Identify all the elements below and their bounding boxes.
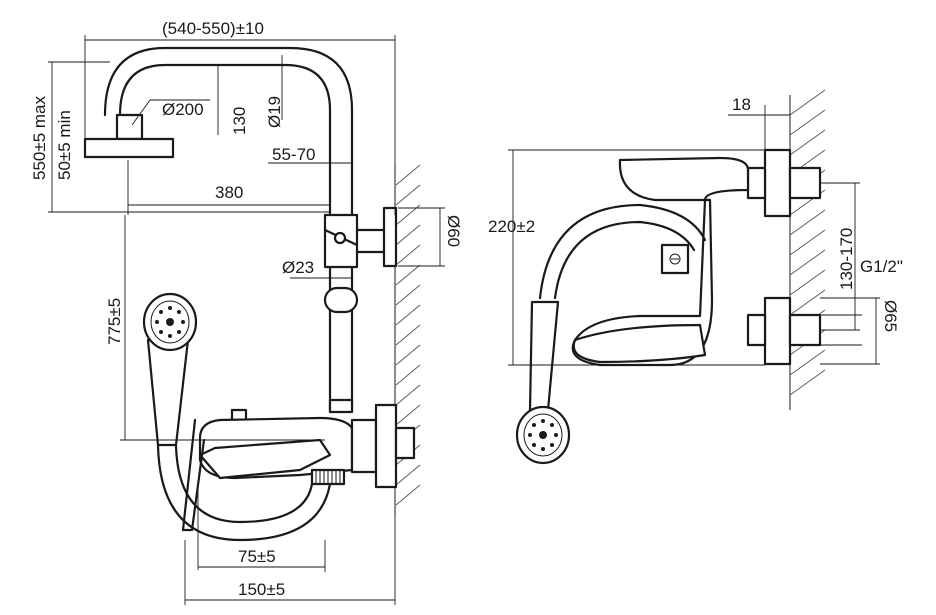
shower-arm xyxy=(83,46,354,217)
holder-screw xyxy=(333,231,347,245)
wall-hatch-side xyxy=(789,89,826,410)
label-inlet-spacing: 130-170 xyxy=(837,228,856,290)
label-arm-length: 380 xyxy=(215,183,243,202)
hand-shower-handle-side xyxy=(528,300,560,412)
label-holder-diameter: Ø60 xyxy=(444,215,463,247)
label-column-height: 550±5 max xyxy=(30,96,49,180)
label-wall-offset: 55-70 xyxy=(272,145,315,164)
hose-side xyxy=(528,203,707,412)
side-view: 18 220±2 130-170 G1/2" Ø65 xyxy=(488,89,903,465)
riser-foot xyxy=(328,398,354,414)
head-connector xyxy=(115,113,144,141)
label-side-height: 220±2 xyxy=(488,217,535,236)
label-thread: G1/2" xyxy=(860,257,903,276)
wall-flange-front xyxy=(374,403,398,489)
upper-nut xyxy=(746,166,767,200)
label-flange-diameter: Ø65 xyxy=(881,300,900,332)
shower-head xyxy=(83,137,175,159)
label-body-width: 150±5 xyxy=(238,580,285,599)
mixer-body-side xyxy=(571,156,750,367)
wall-bracket xyxy=(382,206,398,268)
eccentric-nut xyxy=(350,418,378,474)
hand-shower-side xyxy=(515,405,571,465)
label-spout-length: 75±5 xyxy=(238,547,276,566)
lower-flange xyxy=(763,296,792,366)
label-riser-offset: 130 xyxy=(230,107,249,135)
lower-inlet xyxy=(788,313,822,347)
mixer-body xyxy=(198,403,416,489)
label-head-diameter: Ø200 xyxy=(162,100,204,119)
dimensions-front xyxy=(48,35,445,605)
dimensions-side xyxy=(508,105,880,366)
inlets-side xyxy=(746,148,822,366)
label-pipe-diameter: Ø23 xyxy=(282,258,314,277)
label-slide-height: 775±5 xyxy=(105,298,124,345)
labels-front: (540-550)±10 Ø200 130 Ø19 550±5 max 50±5… xyxy=(30,19,463,599)
label-column-min: 50±5 min xyxy=(55,110,74,180)
wall-hatch-front xyxy=(394,164,421,515)
label-overall-width: (540-550)±10 xyxy=(162,19,264,38)
riser-pipe xyxy=(323,206,398,414)
labels-side: 18 220±2 130-170 G1/2" Ø65 xyxy=(488,95,903,332)
upper-flange xyxy=(763,148,792,218)
label-side-wall-depth: 18 xyxy=(732,95,751,114)
inlet-front xyxy=(394,426,416,460)
label-tube-diameter: Ø19 xyxy=(265,96,284,128)
hand-shower xyxy=(142,292,198,447)
lower-nut xyxy=(746,313,767,347)
slide-ring xyxy=(323,286,359,314)
front-view: (540-550)±10 Ø200 130 Ø19 550±5 max 50±5… xyxy=(30,19,463,605)
upper-inlet xyxy=(788,166,822,200)
